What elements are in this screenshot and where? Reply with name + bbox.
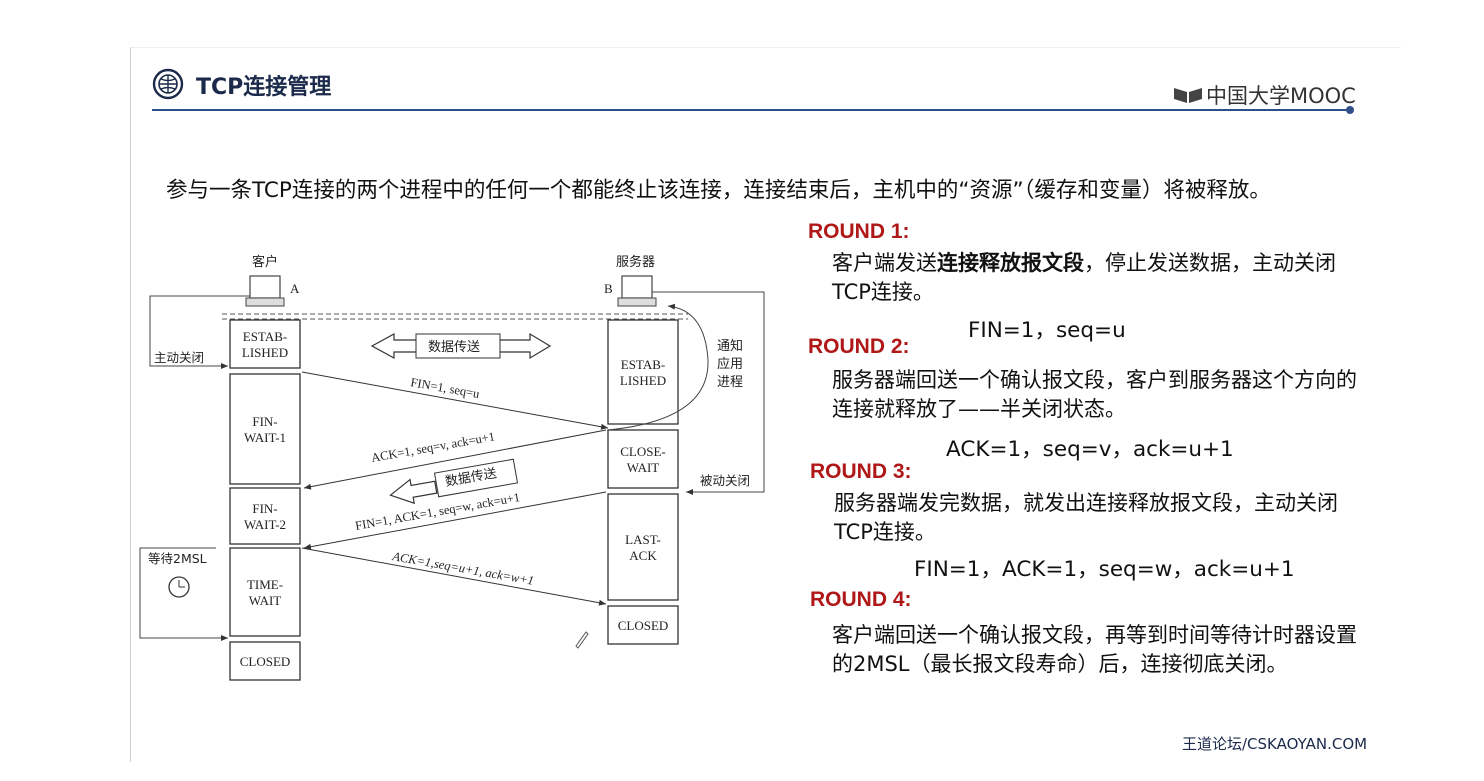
round-4-title: ROUND 4: [810, 588, 912, 611]
client-state-label: WAIT [249, 593, 282, 608]
fin-ack-message-arrow [303, 491, 607, 550]
client-state-label: ESTAB- [243, 329, 287, 344]
client-state-label: WAIT-1 [244, 430, 286, 445]
round-2-text: 服务器端回送一个确认报文段，客户到服务器这个方向的连接就释放了——半关闭状态。 [832, 368, 1357, 421]
client-state-box [229, 319, 301, 369]
tcp-close-diagram: 客户 服务器 A B ESTAB-LISHEDFIN-WAIT-1FIN-WAI… [139, 254, 765, 681]
globe-logo-icon [152, 68, 184, 100]
round-3-text: 服务器端发完数据，就发出连接释放报文段，主动关闭TCP连接。 [834, 491, 1338, 544]
round-3-formula: FIN=1，ACK=1，seq=w，ack=u+1 [914, 557, 1295, 582]
server-letter: B [604, 281, 613, 296]
passive-close-arrow [652, 291, 765, 495]
server-state-label: CLOSED [618, 618, 669, 633]
server-label: 服务器 [616, 254, 655, 270]
data-transfer-label: 数据传送 [428, 340, 480, 355]
server-state-box [607, 429, 679, 489]
wait-2msl-arrow [139, 547, 228, 641]
passive-close-label: 被动关闭 [700, 473, 750, 488]
client-state-box [229, 487, 301, 545]
round-2-formula: ACK=1，seq=v，ack=u+1 [946, 437, 1234, 462]
fin-message-arrow [301, 371, 609, 430]
ack-message-arrow [303, 429, 607, 490]
client-letter: A [290, 281, 300, 296]
ack-message-label: ACK=1, seq=v, ack=u+1 [370, 429, 496, 465]
round-1-title: ROUND 1: [808, 220, 910, 243]
page-title: TCP连接管理 [196, 75, 332, 100]
server-state-box [607, 605, 679, 645]
pen-cursor-icon [575, 631, 589, 649]
wait-2msl-label-bg [141, 549, 217, 567]
client-state-label: FIN- [252, 501, 277, 516]
server-state-label: ACK [629, 548, 657, 563]
client-state-label: FIN- [252, 414, 277, 429]
round-1-text: 客户端发送连接释放报文段，停止发送数据，主动关闭TCP连接。 [832, 251, 1336, 304]
slide [130, 47, 1401, 762]
notify-app-label-3: 进程 [717, 375, 743, 390]
client-state-box [229, 547, 301, 637]
round-1-formula: FIN=1，seq=u [968, 318, 1126, 343]
round-2-title: ROUND 2: [808, 335, 910, 358]
brand-label: 中国大学MOOC [1206, 84, 1356, 108]
round-4-text: 客户端回送一个确认报文段，再等到时间等待计时器设置的2MSL（最长报文段寿命）后… [832, 623, 1357, 676]
notify-app-arrow [607, 303, 709, 431]
server-state-label: LISHED [620, 373, 666, 388]
book-icon [1174, 88, 1202, 103]
client-state-label: WAIT-2 [244, 517, 286, 532]
client-state-label: CLOSED [240, 654, 291, 669]
header-divider [152, 109, 1350, 111]
server-state-label: CLOSE- [620, 444, 666, 459]
client-state-box [229, 641, 301, 681]
header-divider-dot [1346, 106, 1354, 114]
client-state-label: TIME- [247, 577, 283, 592]
client-state-label: LISHED [242, 345, 288, 360]
fin-message-label: FIN=1, seq=u [409, 375, 481, 401]
server-state-label: LAST- [625, 532, 661, 547]
client-computer-icon [245, 275, 285, 307]
server-state-box [607, 319, 679, 425]
final-ack-message-arrow [301, 547, 607, 606]
notify-app-label-2: 应用 [717, 356, 743, 372]
round-3-title: ROUND 3: [810, 460, 912, 483]
wait-2msl-label: 等待2MSL [148, 551, 207, 566]
client-label: 客户 [252, 254, 278, 270]
active-close-label: 主动关闭 [154, 350, 204, 365]
server-state-box [607, 493, 679, 601]
server-computer-icon [617, 275, 657, 307]
server-state-label: WAIT [627, 460, 660, 475]
clock-icon [168, 576, 190, 598]
intro-text: 参与一条TCP连接的两个进程中的任何一个都能终止该连接，连接结束后，主机中的“资… [166, 178, 1271, 203]
server-state-label: ESTAB- [621, 357, 665, 372]
fin-ack-message-label: FIN=1, ACK=1, seq=w, ack=u+1 [354, 490, 521, 533]
data-transfer-arrow-2 [389, 458, 519, 505]
active-close-arrow [149, 295, 250, 369]
data-transfer-arrow [370, 332, 552, 360]
notify-app-label-1: 通知 [717, 338, 743, 354]
client-state-box [229, 373, 301, 485]
footer-credit: 王道论坛/CSKAOYAN.COM [1182, 735, 1368, 753]
